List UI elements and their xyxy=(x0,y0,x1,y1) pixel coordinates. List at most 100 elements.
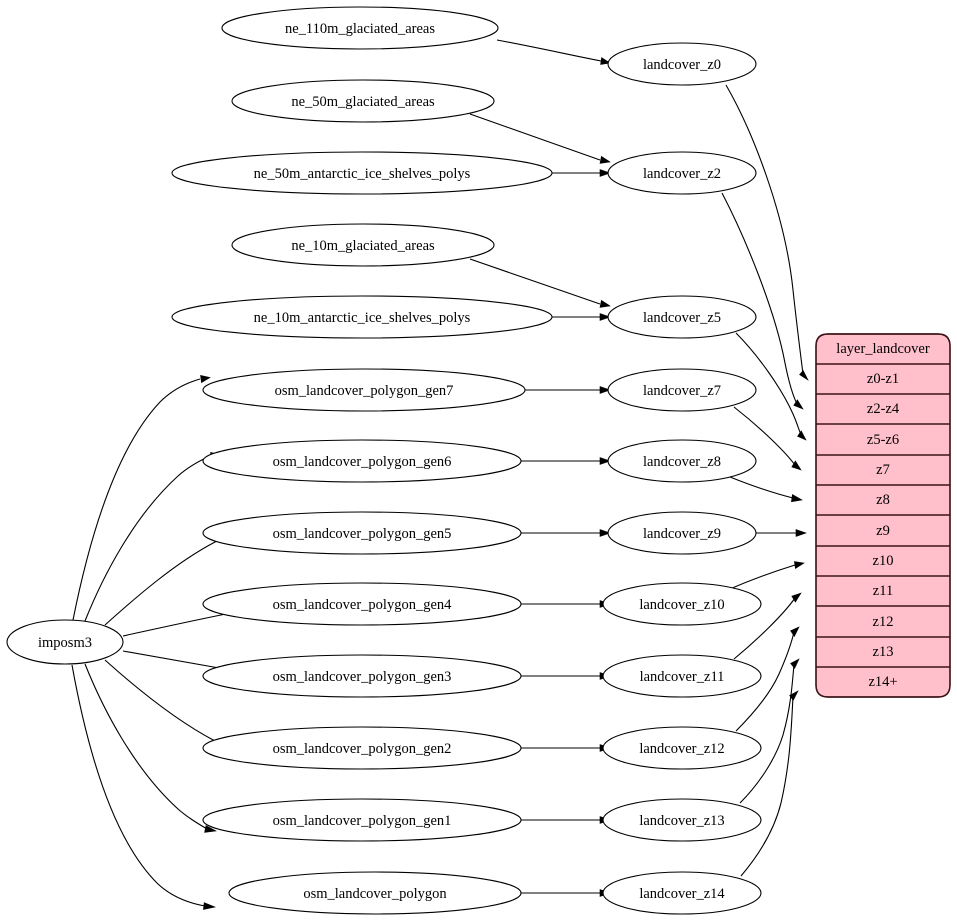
table-row-label: z10 xyxy=(873,553,894,569)
edge-z11-to-row-z11 xyxy=(733,592,802,660)
edge-gen5-to-z9 xyxy=(521,529,611,537)
edge-imposm3-to-gen7 xyxy=(72,375,211,621)
node-label: landcover_z0 xyxy=(643,57,721,73)
node-label: ne_10m_glaciated_areas xyxy=(291,238,435,254)
node-osm_landcover_polygon_gen5[interactable]: osm_landcover_polygon_gen5 xyxy=(202,511,522,555)
node-landcover_z11[interactable]: landcover_z11 xyxy=(602,654,762,698)
node-label: landcover_z7 xyxy=(643,383,721,399)
edge-gen2-to-z12 xyxy=(521,744,611,752)
node-landcover_z14[interactable]: landcover_z14 xyxy=(602,871,762,915)
node-landcover_z9[interactable]: landcover_z9 xyxy=(607,511,757,555)
table-row-z7[interactable]: z7 xyxy=(816,462,950,486)
node-label: osm_landcover_polygon_gen7 xyxy=(275,383,454,399)
node-ne_10m_antarctic_ice_shelves_polys[interactable]: ne_10m_antarctic_ice_shelves_polys xyxy=(171,295,553,339)
edge-z9-to-row-z9 xyxy=(755,529,807,537)
node-label: osm_landcover_polygon_gen2 xyxy=(273,741,452,757)
node-osm_landcover_polygon_gen3[interactable]: osm_landcover_polygon_gen3 xyxy=(202,654,522,698)
table-row-z11[interactable]: z11 xyxy=(816,583,950,607)
table-row-label: z0-z1 xyxy=(867,371,899,387)
natural-earth-nodes: ne_110m_glaciated_areas ne_50m_glaciated… xyxy=(171,6,553,339)
table-header-label: layer_landcover xyxy=(836,341,930,357)
edge-z8-to-row-z8 xyxy=(729,476,803,503)
edge-ne50m-glaciated-to-z2 xyxy=(469,113,611,164)
table-row-label: z8 xyxy=(876,492,890,508)
table-row-z0z1[interactable]: z0-z1 xyxy=(816,371,950,395)
edge-gen1-to-z13 xyxy=(521,816,611,824)
node-label: landcover_z8 xyxy=(643,454,721,470)
node-label: landcover_z5 xyxy=(643,310,721,326)
node-landcover_z0[interactable]: landcover_z0 xyxy=(607,42,757,86)
table-header-row: layer_landcover xyxy=(816,341,950,365)
edge-z14-to-row-z14plus xyxy=(740,690,799,877)
node-osm_landcover_polygon_gen4[interactable]: osm_landcover_polygon_gen4 xyxy=(202,582,522,626)
layer-landcover-table[interactable]: layer_landcover z0-z1 z2-z4 z5-z6 z7 xyxy=(815,333,951,698)
edge-z10-to-row-z10 xyxy=(729,561,805,590)
node-landcover_z7[interactable]: landcover_z7 xyxy=(607,368,757,412)
table-row-z10[interactable]: z10 xyxy=(816,553,950,577)
osm-table-nodes: osm_landcover_polygon_gen7 osm_landcover… xyxy=(202,368,526,915)
table-row-z12[interactable]: z12 xyxy=(816,614,950,638)
node-label: ne_10m_antarctic_ice_shelves_polys xyxy=(254,310,471,326)
node-label: ne_110m_glaciated_areas xyxy=(285,21,435,37)
node-label: osm_landcover_polygon xyxy=(303,886,447,902)
node-label: landcover_z13 xyxy=(639,813,724,829)
table-row-z2z4[interactable]: z2-z4 xyxy=(816,401,950,425)
node-ne_110m_glaciated_areas[interactable]: ne_110m_glaciated_areas xyxy=(221,6,499,50)
table-row-z5z6[interactable]: z5-z6 xyxy=(816,432,950,456)
table-row-z14plus[interactable]: z14+ xyxy=(868,674,897,690)
node-osm_landcover_polygon_gen1[interactable]: osm_landcover_polygon_gen1 xyxy=(202,798,522,842)
edge-layer xyxy=(71,39,809,910)
node-landcover_z2[interactable]: landcover_z2 xyxy=(607,151,757,195)
node-label: imposm3 xyxy=(38,635,92,651)
table-row-z8[interactable]: z8 xyxy=(816,492,950,516)
node-landcover_z13[interactable]: landcover_z13 xyxy=(602,798,762,842)
edge-ne50m-antarctic-to-z2 xyxy=(552,169,611,177)
node-osm_landcover_polygon_gen6[interactable]: osm_landcover_polygon_gen6 xyxy=(202,439,522,483)
node-landcover_z10[interactable]: landcover_z10 xyxy=(602,582,762,626)
edge-gen6-to-z8 xyxy=(521,457,611,465)
node-osm_landcover_polygon[interactable]: osm_landcover_polygon xyxy=(228,871,522,915)
edge-z5-to-row-z5z6 xyxy=(735,332,807,441)
node-label: osm_landcover_polygon_gen1 xyxy=(273,813,452,829)
edge-polygon-to-z14 xyxy=(521,889,611,897)
node-imposm3[interactable]: imposm3 xyxy=(6,619,124,665)
edge-z12-to-row-z12 xyxy=(735,626,800,732)
node-osm_landcover_polygon_gen2[interactable]: osm_landcover_polygon_gen2 xyxy=(202,726,522,770)
node-label: landcover_z14 xyxy=(639,886,725,902)
edge-z7-to-row-z7 xyxy=(733,406,802,471)
node-label: osm_landcover_polygon_gen5 xyxy=(273,526,452,542)
edge-ne10m-antarctic-to-z5 xyxy=(552,313,611,321)
edge-imposm3-to-polygon xyxy=(71,664,217,910)
node-label: landcover_z12 xyxy=(639,741,724,757)
edge-imposm3-to-gen1 xyxy=(84,663,217,833)
edge-z0-to-row-z0z1 xyxy=(725,84,809,381)
edge-z13-to-row-z13 xyxy=(739,658,800,804)
table-row-label: z5-z6 xyxy=(867,432,899,448)
node-label: landcover_z10 xyxy=(639,597,724,613)
table-row-label: z9 xyxy=(876,523,890,539)
table-row-label: z12 xyxy=(873,614,894,630)
table-row-label: z11 xyxy=(873,583,893,599)
node-osm_landcover_polygon_gen7[interactable]: osm_landcover_polygon_gen7 xyxy=(202,368,526,412)
node-label: osm_landcover_polygon_gen3 xyxy=(273,669,452,685)
node-ne_50m_antarctic_ice_shelves_polys[interactable]: ne_50m_antarctic_ice_shelves_polys xyxy=(171,151,553,195)
edge-ne10m-glaciated-to-z5 xyxy=(469,258,611,308)
node-landcover_z5[interactable]: landcover_z5 xyxy=(607,295,757,339)
table-row-label: z14+ xyxy=(868,674,897,690)
table-row-z9[interactable]: z9 xyxy=(816,523,950,547)
node-label: ne_50m_antarctic_ice_shelves_polys xyxy=(254,166,471,182)
edge-ne110m-to-z0 xyxy=(496,39,611,65)
table-row-label: z13 xyxy=(873,644,894,660)
edge-z2-to-row-z2z4 xyxy=(721,192,804,410)
node-ne_10m_glaciated_areas[interactable]: ne_10m_glaciated_areas xyxy=(231,223,495,267)
table-outline xyxy=(815,333,951,698)
table-row-z13[interactable]: z13 xyxy=(816,644,950,668)
node-label: osm_landcover_polygon_gen6 xyxy=(273,454,452,470)
edge-gen4-to-z10 xyxy=(521,600,611,608)
node-ne_50m_glaciated_areas[interactable]: ne_50m_glaciated_areas xyxy=(231,79,495,123)
node-landcover_z8[interactable]: landcover_z8 xyxy=(607,439,757,483)
node-landcover_z12[interactable]: landcover_z12 xyxy=(602,726,762,770)
table-row-label: z2-z4 xyxy=(867,401,900,417)
